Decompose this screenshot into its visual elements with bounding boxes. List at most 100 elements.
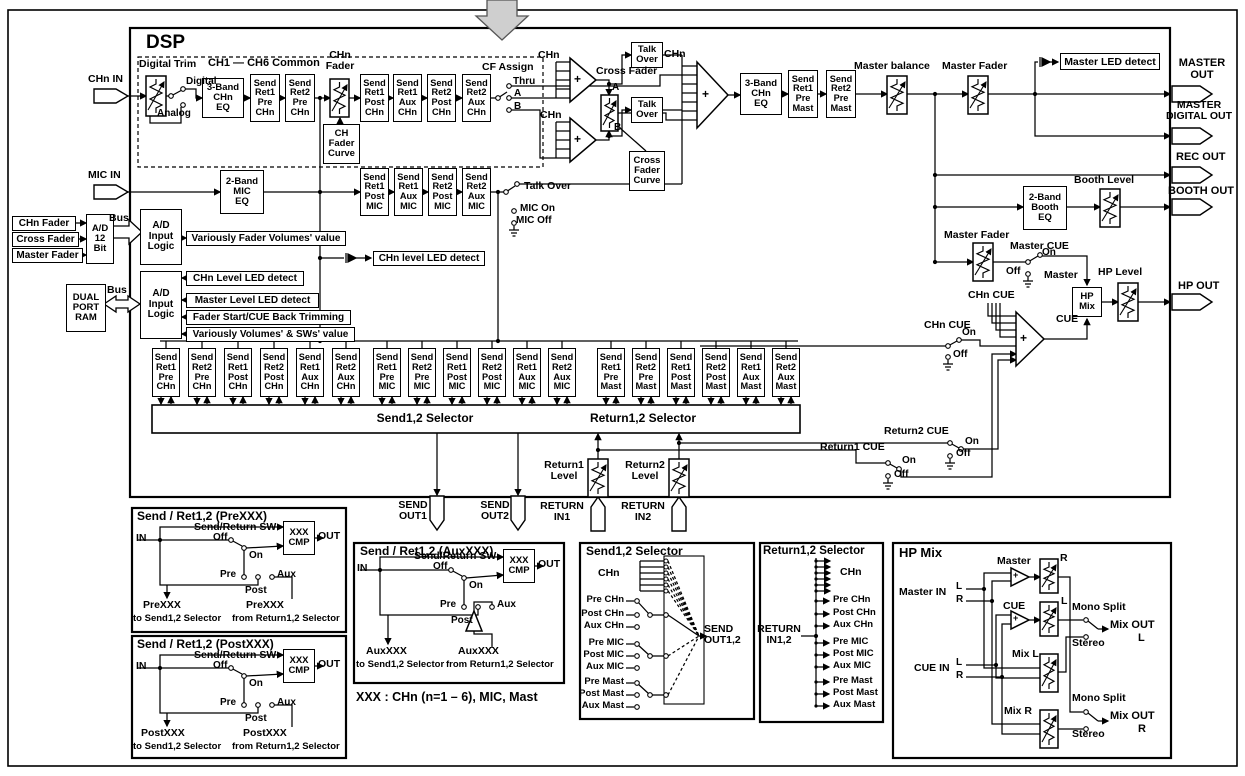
thru-label: Thru [513, 76, 536, 87]
cross-fader-curve: Cross Fader Curve [629, 151, 665, 191]
hp-level-fader [1117, 282, 1139, 322]
aux-pre: Pre [440, 599, 457, 610]
switch-terminal [1025, 259, 1031, 265]
hpm-master-in: Master IN [899, 586, 947, 598]
chn-level-led-tag: CHn Level LED detect [186, 271, 304, 286]
aux-xxx-1: AuxXXX [366, 645, 407, 657]
diode-2 [1041, 56, 1052, 68]
xxx-cmp-post: XXX CMP [283, 649, 315, 683]
send-ret1-pre-chn-top: Send Ret1 Pre CHn [250, 74, 280, 122]
switch-terminal [448, 567, 454, 573]
master-digital-out-port [1171, 127, 1214, 145]
pre-to: to Send1,2 Selector [133, 613, 222, 624]
junction-dot [999, 674, 1005, 680]
booth-out-port [1171, 198, 1214, 216]
return-in2-port [671, 495, 687, 532]
junction-dot [157, 665, 163, 671]
junction-dot [814, 641, 818, 645]
send-out2-port [510, 495, 526, 532]
send-out2-label: SEND OUT2 [480, 499, 510, 523]
switch-terminal [663, 588, 669, 594]
hp-mix-title: HP Mix [899, 545, 943, 560]
hp-mix-box [891, 541, 1173, 760]
talk-over-1: Talk Over [631, 42, 663, 68]
send-ret-block-11: Send Ret2 Aux MIC [548, 348, 576, 397]
aux-post: Post [451, 615, 473, 626]
wire [667, 635, 700, 657]
switch-terminal [255, 702, 261, 708]
switch-terminal [647, 653, 653, 659]
aux-sum-amp [464, 608, 484, 632]
wire [379, 553, 505, 570]
chn-eq: 3-Band CHn EQ [202, 78, 244, 118]
aux-out: OUT [538, 558, 561, 570]
send-sel-chn: CHn [598, 567, 620, 579]
return1-cue-label: Return1 CUE [820, 441, 885, 453]
switch-terminal [945, 343, 951, 349]
mast-eq: 3-Band CHn EQ [740, 73, 782, 115]
booth-level-label: Booth Level [1074, 174, 1135, 186]
master-cue-on: On [1042, 247, 1056, 258]
wire [966, 614, 1011, 666]
return2-cue-label: Return2 CUE [884, 425, 949, 437]
junction-dot [317, 255, 323, 261]
return2-level-label: Return2 Level [625, 459, 665, 483]
send-ret2-aux-chn-top: Send Ret2 Aux CHn [462, 74, 491, 122]
hpm-mono1: Mono Split [1072, 601, 1126, 613]
return-sel-row-label-8: Aux Mast [833, 699, 876, 710]
switch-terminal [1083, 709, 1089, 715]
wire [999, 303, 1016, 338]
booth-level-fader [1099, 188, 1121, 228]
variously-volumes-sws-tag: Variously Volumes' & SWs' value [186, 327, 355, 342]
junction-dot [981, 586, 987, 592]
hpm-r-top: R [1060, 552, 1068, 564]
post-to: to Send1,2 Selector [133, 741, 222, 752]
top-flow-arrow [474, 0, 530, 41]
pre-post: Post [245, 585, 267, 596]
hpm-cue-amp [1010, 609, 1031, 631]
send-sel-row-label-4: Post MIC [583, 649, 624, 660]
send-ret-block-1: Send Ret2 Pre CHn [188, 348, 216, 397]
ground-icon [945, 459, 955, 470]
switch-terminal [663, 564, 669, 570]
return1-level-fader-arrow [589, 464, 607, 492]
chn-fader-tag: CHn Fader [12, 216, 76, 231]
sum1-plus: + [574, 72, 582, 86]
wire [983, 589, 1040, 669]
switch-terminal [1083, 726, 1089, 732]
fader-start-tag: Fader Start/CUE Back Trimming [186, 310, 351, 325]
pre-box-title: Send / Ret1,2 (PreXXX) [137, 509, 268, 523]
wire [995, 303, 1016, 331]
dual-port-ram: DUAL PORT RAM [66, 284, 106, 332]
send-ret-block-9: Send Ret2 Post MIC [478, 348, 506, 397]
junction-dot [814, 577, 818, 581]
switch-terminal [956, 337, 962, 343]
chn-bundle-3: CHn [664, 48, 686, 60]
aux-xxx-2: AuxXXX [458, 645, 499, 657]
mic-in-port [93, 184, 130, 200]
wire [1034, 94, 1172, 140]
chn-in-port [93, 88, 130, 104]
hpm-l2: L [956, 657, 963, 668]
wire [667, 635, 700, 696]
chn-cue-label-1: CHn CUE [968, 289, 1015, 301]
send-ret-block-8: Send Ret1 Post MIC [443, 348, 471, 397]
send-ret-block-17: Send Ret2 Aux Mast [772, 348, 800, 397]
junction-dot [814, 571, 818, 575]
wire [159, 668, 259, 714]
analog-label: Analog [157, 108, 191, 119]
wire [1058, 576, 1083, 713]
master-cue-off: Off [1006, 266, 1021, 277]
send-selector-matrix [663, 555, 705, 705]
post-out: OUT [318, 658, 341, 670]
return-sel-row-label-2: Aux CHn [833, 619, 874, 630]
return-sel-row-label-0: Pre CHn [833, 594, 871, 605]
ad-input-logic-2: A/D Input Logic [140, 271, 182, 339]
wire [987, 303, 1016, 317]
pre-aux: Aux [277, 569, 296, 580]
switch-terminal [663, 576, 669, 582]
junction-dot [595, 447, 601, 453]
junction-dot [495, 189, 501, 195]
chn-fader-arrow [331, 84, 348, 112]
